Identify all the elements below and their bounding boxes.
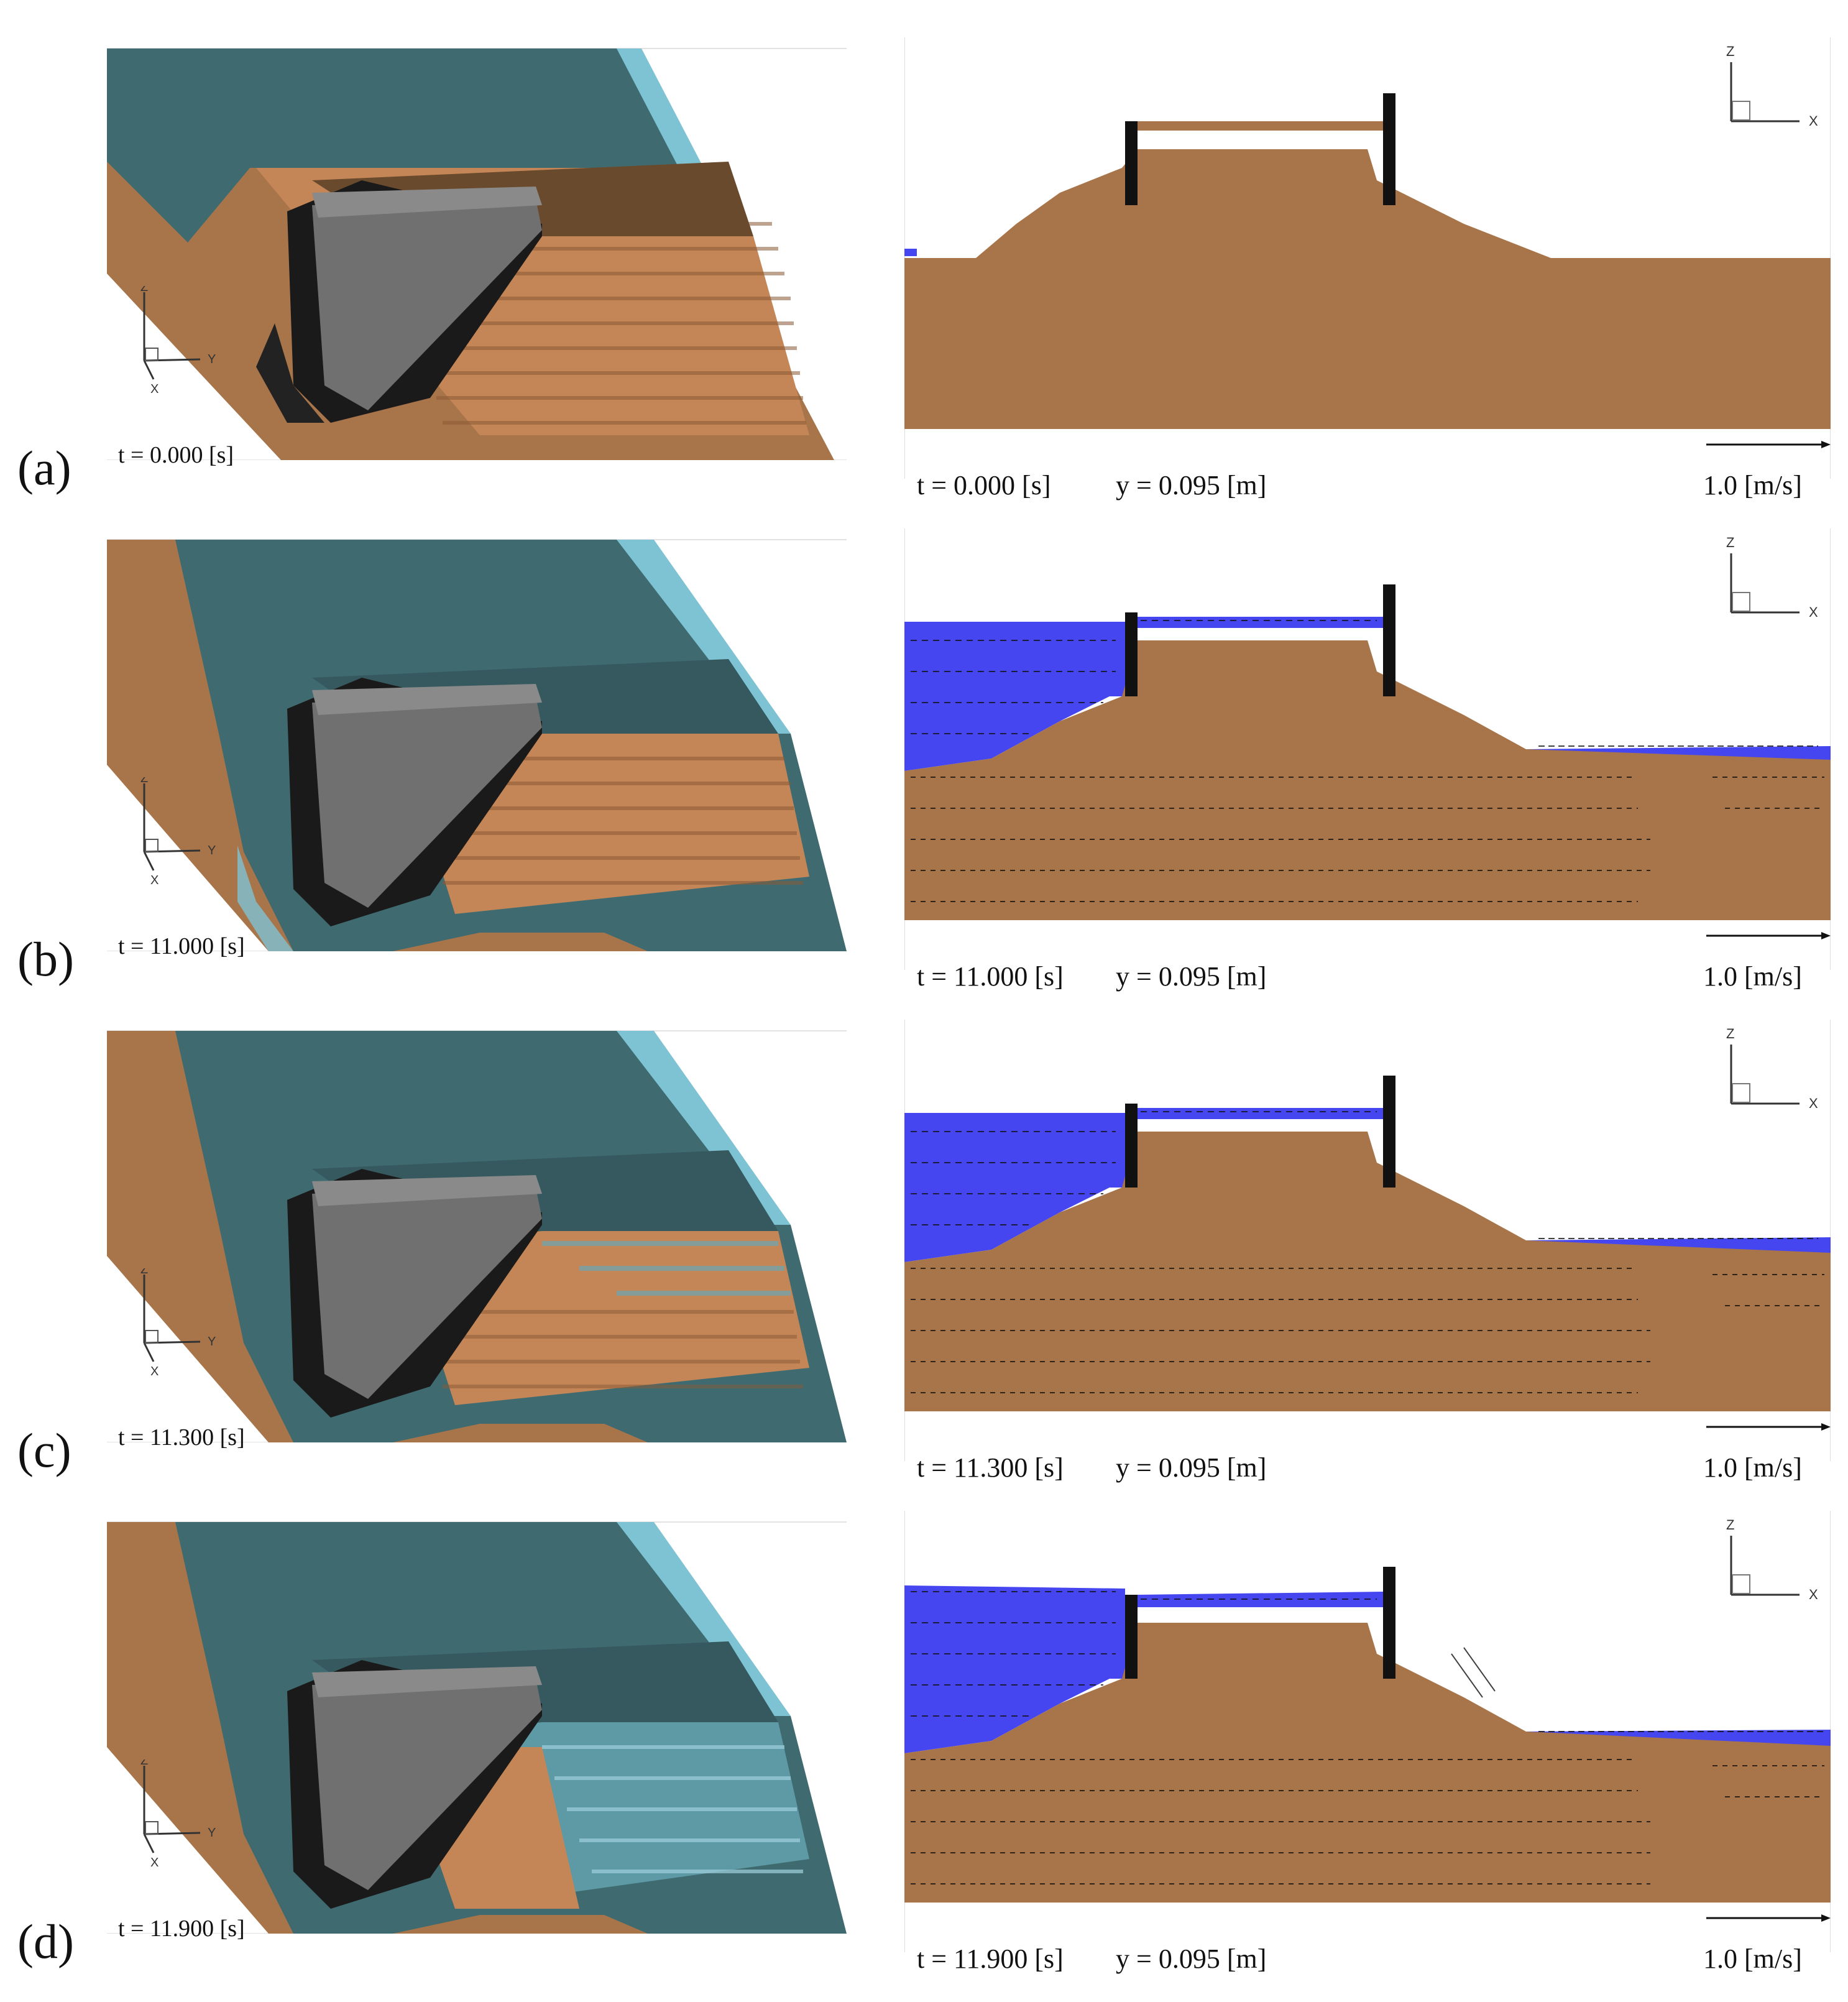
axis-z-label-2d: Z [1726, 1026, 1734, 1041]
axis-triad-2d: Z X [1726, 44, 1818, 129]
time-2d-b: t = 11.000 [s] [917, 961, 1064, 992]
time-2d-a: t = 0.000 [s] [917, 470, 1051, 500]
axis-x-label-2d: X [1809, 113, 1818, 129]
axis-z-label: Z [140, 1760, 148, 1768]
panel-label-d: (d) [17, 1914, 74, 1968]
panel-label-c: (c) [17, 1423, 71, 1477]
axis-triad-2d: Z X [1726, 1026, 1818, 1111]
panel-label-b: (b) [17, 932, 74, 986]
velocity-vector-field [911, 1111, 1824, 1393]
axis-triad-3d-a: Z Y X [140, 286, 216, 396]
axis-y-label: Y [208, 844, 216, 857]
panel-row-d: Z Y X t = 11.900 [s] (d) [0, 1511, 1848, 2002]
axis-x-label-2d: X [1809, 1096, 1818, 1111]
time-3d-a: t = 0.000 [s] [118, 442, 234, 468]
vector-scale-b: 1.0 [m/s] [1703, 961, 1802, 992]
axis-z-label: Z [140, 777, 148, 785]
time-3d-d: t = 11.900 [s] [118, 1916, 245, 1942]
y-position-a: y = 0.095 [m] [1116, 470, 1267, 500]
levee-2d-section-c: Z X [904, 1020, 1831, 1461]
levee-3d-view-d [107, 1521, 847, 1934]
time-3d-c: t = 11.300 [s] [118, 1424, 245, 1451]
axis-z-label-2d: Z [1726, 44, 1734, 59]
levee-2d-section-d: Z X [904, 1511, 1831, 1952]
axis-x-label: X [150, 382, 159, 396]
vector-scale-c: 1.0 [m/s] [1703, 1452, 1802, 1483]
axis-triad-3d-d: Z Y X [140, 1760, 216, 1870]
vector-scale-a: 1.0 [m/s] [1703, 470, 1802, 500]
axis-z-label: Z [140, 286, 148, 294]
axis-x-label: X [150, 874, 159, 887]
axis-x-label: X [150, 1365, 159, 1378]
axis-z-label: Z [140, 1268, 148, 1276]
levee-3d-view-a [107, 48, 847, 460]
velocity-vector-field [911, 1591, 1824, 1884]
y-position-b: y = 0.095 [m] [1116, 961, 1267, 992]
levee-3d-view-c [107, 1030, 847, 1442]
time-3d-b: t = 11.000 [s] [118, 933, 245, 959]
axis-triad-2d: Z X [1726, 535, 1818, 620]
panel-row-a: Z Y X t = 0.000 [s] (a) Z X t = 0.000 [s… [0, 37, 1848, 528]
axis-triad-2d: Z X [1726, 1517, 1818, 1602]
axis-x-label: X [150, 1856, 159, 1870]
levee-3d-view-b [107, 539, 847, 951]
velocity-vector-field [911, 620, 1824, 902]
axis-triad-3d-b: Z Y X [140, 777, 216, 887]
axis-z-label-2d: Z [1726, 535, 1734, 550]
levee-2d-section-a: Z X [904, 37, 1831, 479]
axis-x-label-2d: X [1809, 604, 1818, 620]
axis-x-label-2d: X [1809, 1587, 1818, 1602]
axis-y-label: Y [208, 1335, 216, 1349]
time-2d-d: t = 11.900 [s] [917, 1944, 1064, 1974]
axis-triad-3d-c: Z Y X [140, 1268, 216, 1378]
axis-y-label: Y [208, 353, 216, 366]
y-position-c: y = 0.095 [m] [1116, 1452, 1267, 1483]
axis-y-label: Y [208, 1826, 216, 1840]
vector-scale-d: 1.0 [m/s] [1703, 1944, 1802, 1974]
time-2d-c: t = 11.300 [s] [917, 1452, 1064, 1483]
levee-2d-section-b: Z X [904, 528, 1831, 970]
panel-row-b: Z Y X t = 11.000 [s] (b) [0, 528, 1848, 1020]
panel-row-c: Z Y X t = 11.300 [s] (c) [0, 1020, 1848, 1511]
panel-label-a: (a) [17, 441, 71, 495]
axis-z-label-2d: Z [1726, 1517, 1734, 1533]
y-position-d: y = 0.095 [m] [1116, 1944, 1267, 1974]
